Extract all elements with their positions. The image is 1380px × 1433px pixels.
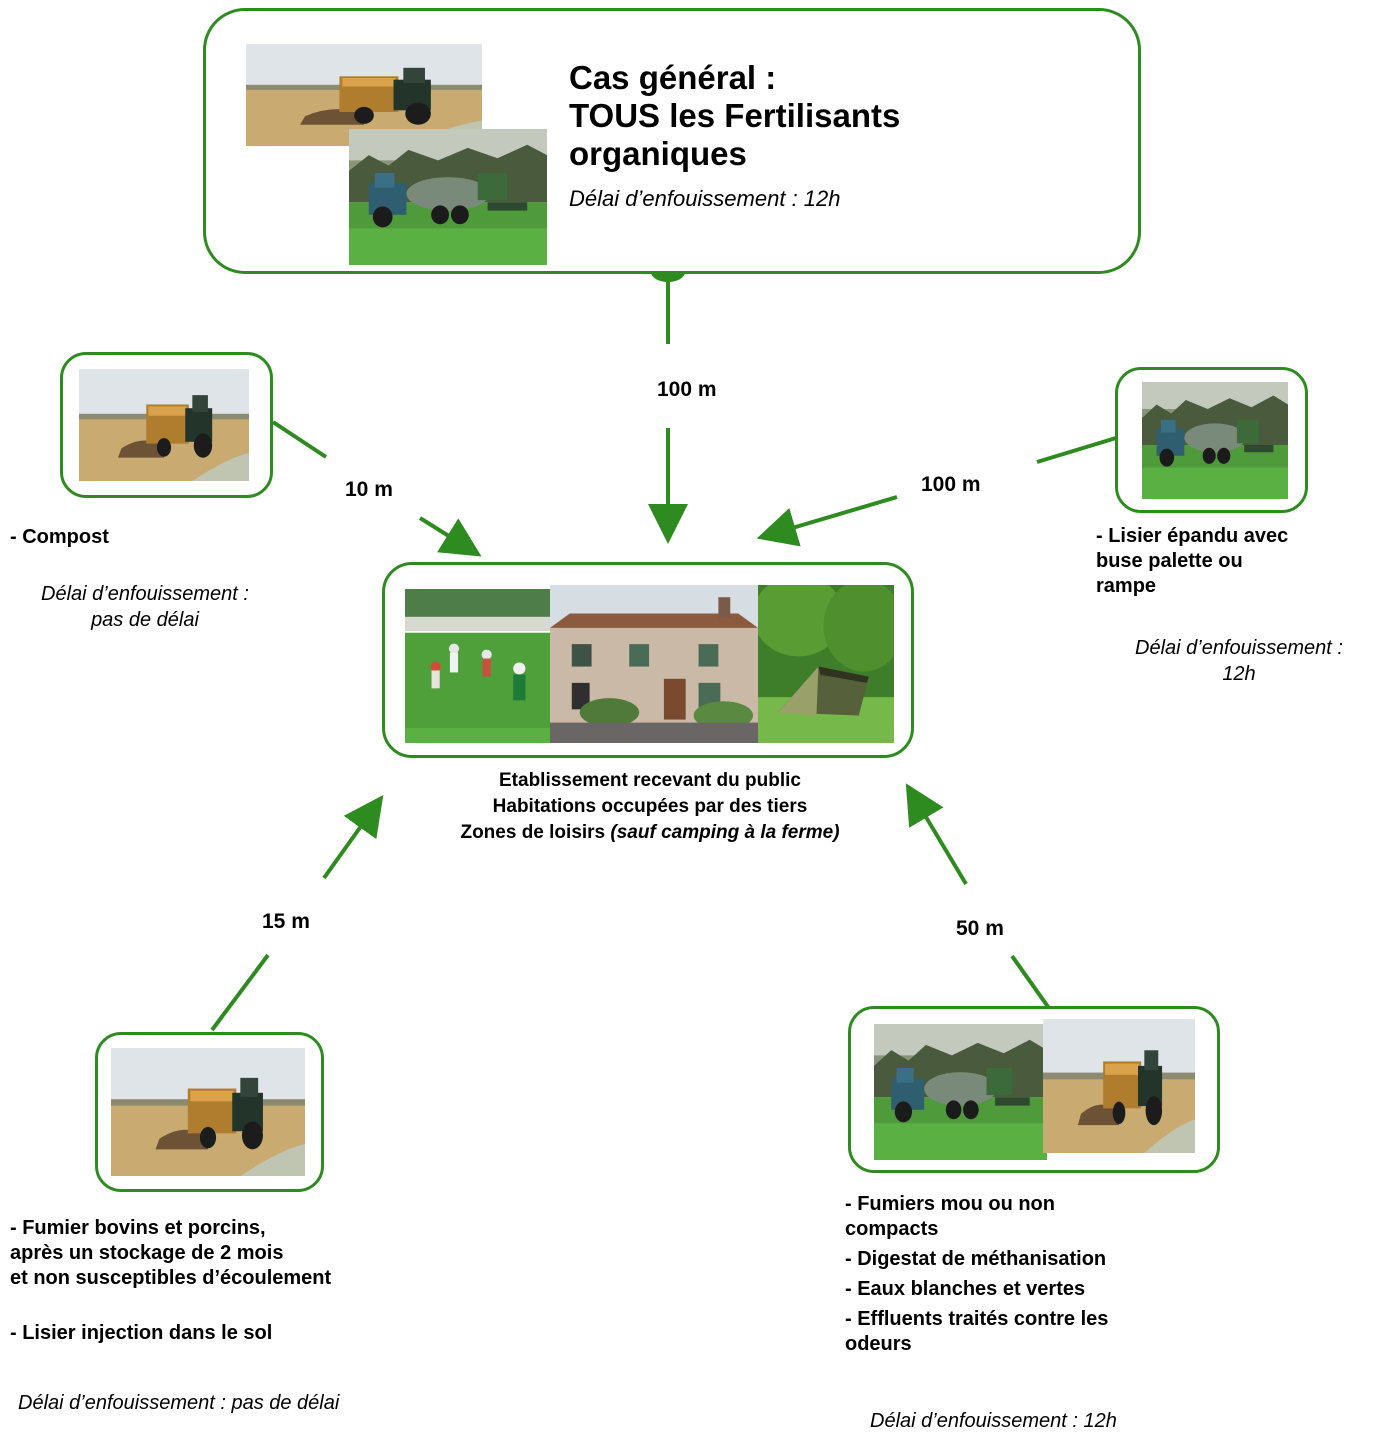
football-field-photo <box>405 589 553 743</box>
fumier-bovins-line3: et non susceptibles d’écoulement <box>10 1267 332 1289</box>
fumiers-mou-line1: - Fumiers mou ou non <box>845 1193 1055 1215</box>
compost-delay-line1: Délai d’enfouissement : <box>41 583 249 605</box>
general-case-delay: Délai d’enfouissement : 12h <box>569 186 841 211</box>
lisier-palette-delay-line1: Délai d’enfouissement : <box>1135 637 1343 659</box>
lisier-palette-delay-line2: 12h <box>1222 663 1256 685</box>
general-title-line3: organiques <box>569 135 747 172</box>
fumiers-mou-delay: Délai d’enfouissement : 12h <box>870 1410 1117 1432</box>
fumiers-mou-box <box>848 1006 1220 1173</box>
general-title-line1: Cas général : <box>569 59 777 96</box>
compost-delay-line2: pas de délai <box>91 609 199 631</box>
general-title-line2: TOUS les Fertilisants <box>569 97 901 134</box>
fumiers-mou-line2: compacts <box>845 1218 939 1240</box>
tractor-spreader-photo <box>111 1048 305 1176</box>
general-case-box: Cas général : TOUS les Fertilisants orga… <box>203 8 1141 274</box>
fumier-bovins-items: - Fumier bovins et porcins, après un sto… <box>10 1216 331 1346</box>
distance-label-top: 100 m <box>657 378 717 401</box>
arrow-bottom-right <box>905 783 968 886</box>
fumier-bovins-box <box>95 1032 324 1192</box>
lisier-injection-item: - Lisier injection dans le sol <box>10 1322 273 1344</box>
fumier-bovins-line2: après un stockage de 2 mois <box>10 1242 284 1264</box>
sensitive-zones-box <box>382 562 914 758</box>
connector-bottom-left-lower <box>210 953 270 1032</box>
distance-label-bottom-right: 50 m <box>956 917 1004 940</box>
lisier-palette-delay: Délai d’enfouissement : 12h <box>1100 635 1378 687</box>
slurry-tanker-photo <box>1142 382 1288 499</box>
connector-top-left-upper <box>271 420 328 459</box>
lisier-palette-line3: rampe <box>1096 575 1157 597</box>
connector-top-right-upper <box>1036 436 1117 464</box>
distance-label-bottom-left: 15 m <box>262 910 310 933</box>
center-line3-italic: (sauf camping à la ferme) <box>610 822 840 843</box>
lisier-palette-line1: - Lisier épandu avec <box>1096 525 1289 547</box>
sensitive-zones-caption: Etablissement recevant du public Habitat… <box>380 768 920 846</box>
effluents-line2: odeurs <box>845 1333 912 1355</box>
arrow-top-left <box>418 516 482 557</box>
center-line1: Etablissement recevant du public <box>499 770 801 791</box>
arrow-bottom-left <box>322 794 384 880</box>
distance-label-top-left: 10 m <box>345 478 393 501</box>
compost-box <box>60 352 273 498</box>
fumier-bovins-line1: - Fumier bovins et porcins, <box>10 1217 266 1239</box>
effluents-line1: - Effluents traités contre les <box>845 1308 1109 1330</box>
lisier-palette-item: - Lisier épandu avec buse palette ou ram… <box>1096 524 1288 599</box>
lisier-palette-box <box>1115 367 1308 513</box>
house-photo <box>550 585 758 743</box>
center-line3: Zones de loisirs (sauf camping à la ferm… <box>380 820 920 846</box>
center-line2: Habitations occupées par des tiers <box>492 796 808 817</box>
compost-item: - Compost <box>10 526 109 548</box>
center-line3-plain: Zones de loisirs <box>460 822 611 843</box>
arrow-top-right <box>756 495 898 547</box>
compost-delay: Délai d’enfouissement : pas de délai <box>10 581 280 633</box>
slurry-tanker-photo <box>349 129 547 265</box>
general-case-title: Cas général : TOUS les Fertilisants orga… <box>569 59 900 173</box>
tractor-spreader-photo <box>79 369 249 481</box>
lisier-palette-line2: buse palette ou <box>1096 550 1243 572</box>
fumier-bovins-delay: Délai d’enfouissement : pas de délai <box>18 1392 340 1414</box>
camping-tent-photo <box>758 585 894 743</box>
digestat-item: - Digestat de méthanisation <box>845 1248 1107 1270</box>
eaux-item: - Eaux blanches et vertes <box>845 1278 1086 1300</box>
fumiers-mou-items: - Fumiers mou ou non compacts - Digestat… <box>845 1192 1108 1357</box>
tractor-spreader-photo <box>1043 1019 1195 1153</box>
distance-label-top-right: 100 m <box>921 473 981 496</box>
slurry-tanker-photo <box>874 1024 1047 1160</box>
